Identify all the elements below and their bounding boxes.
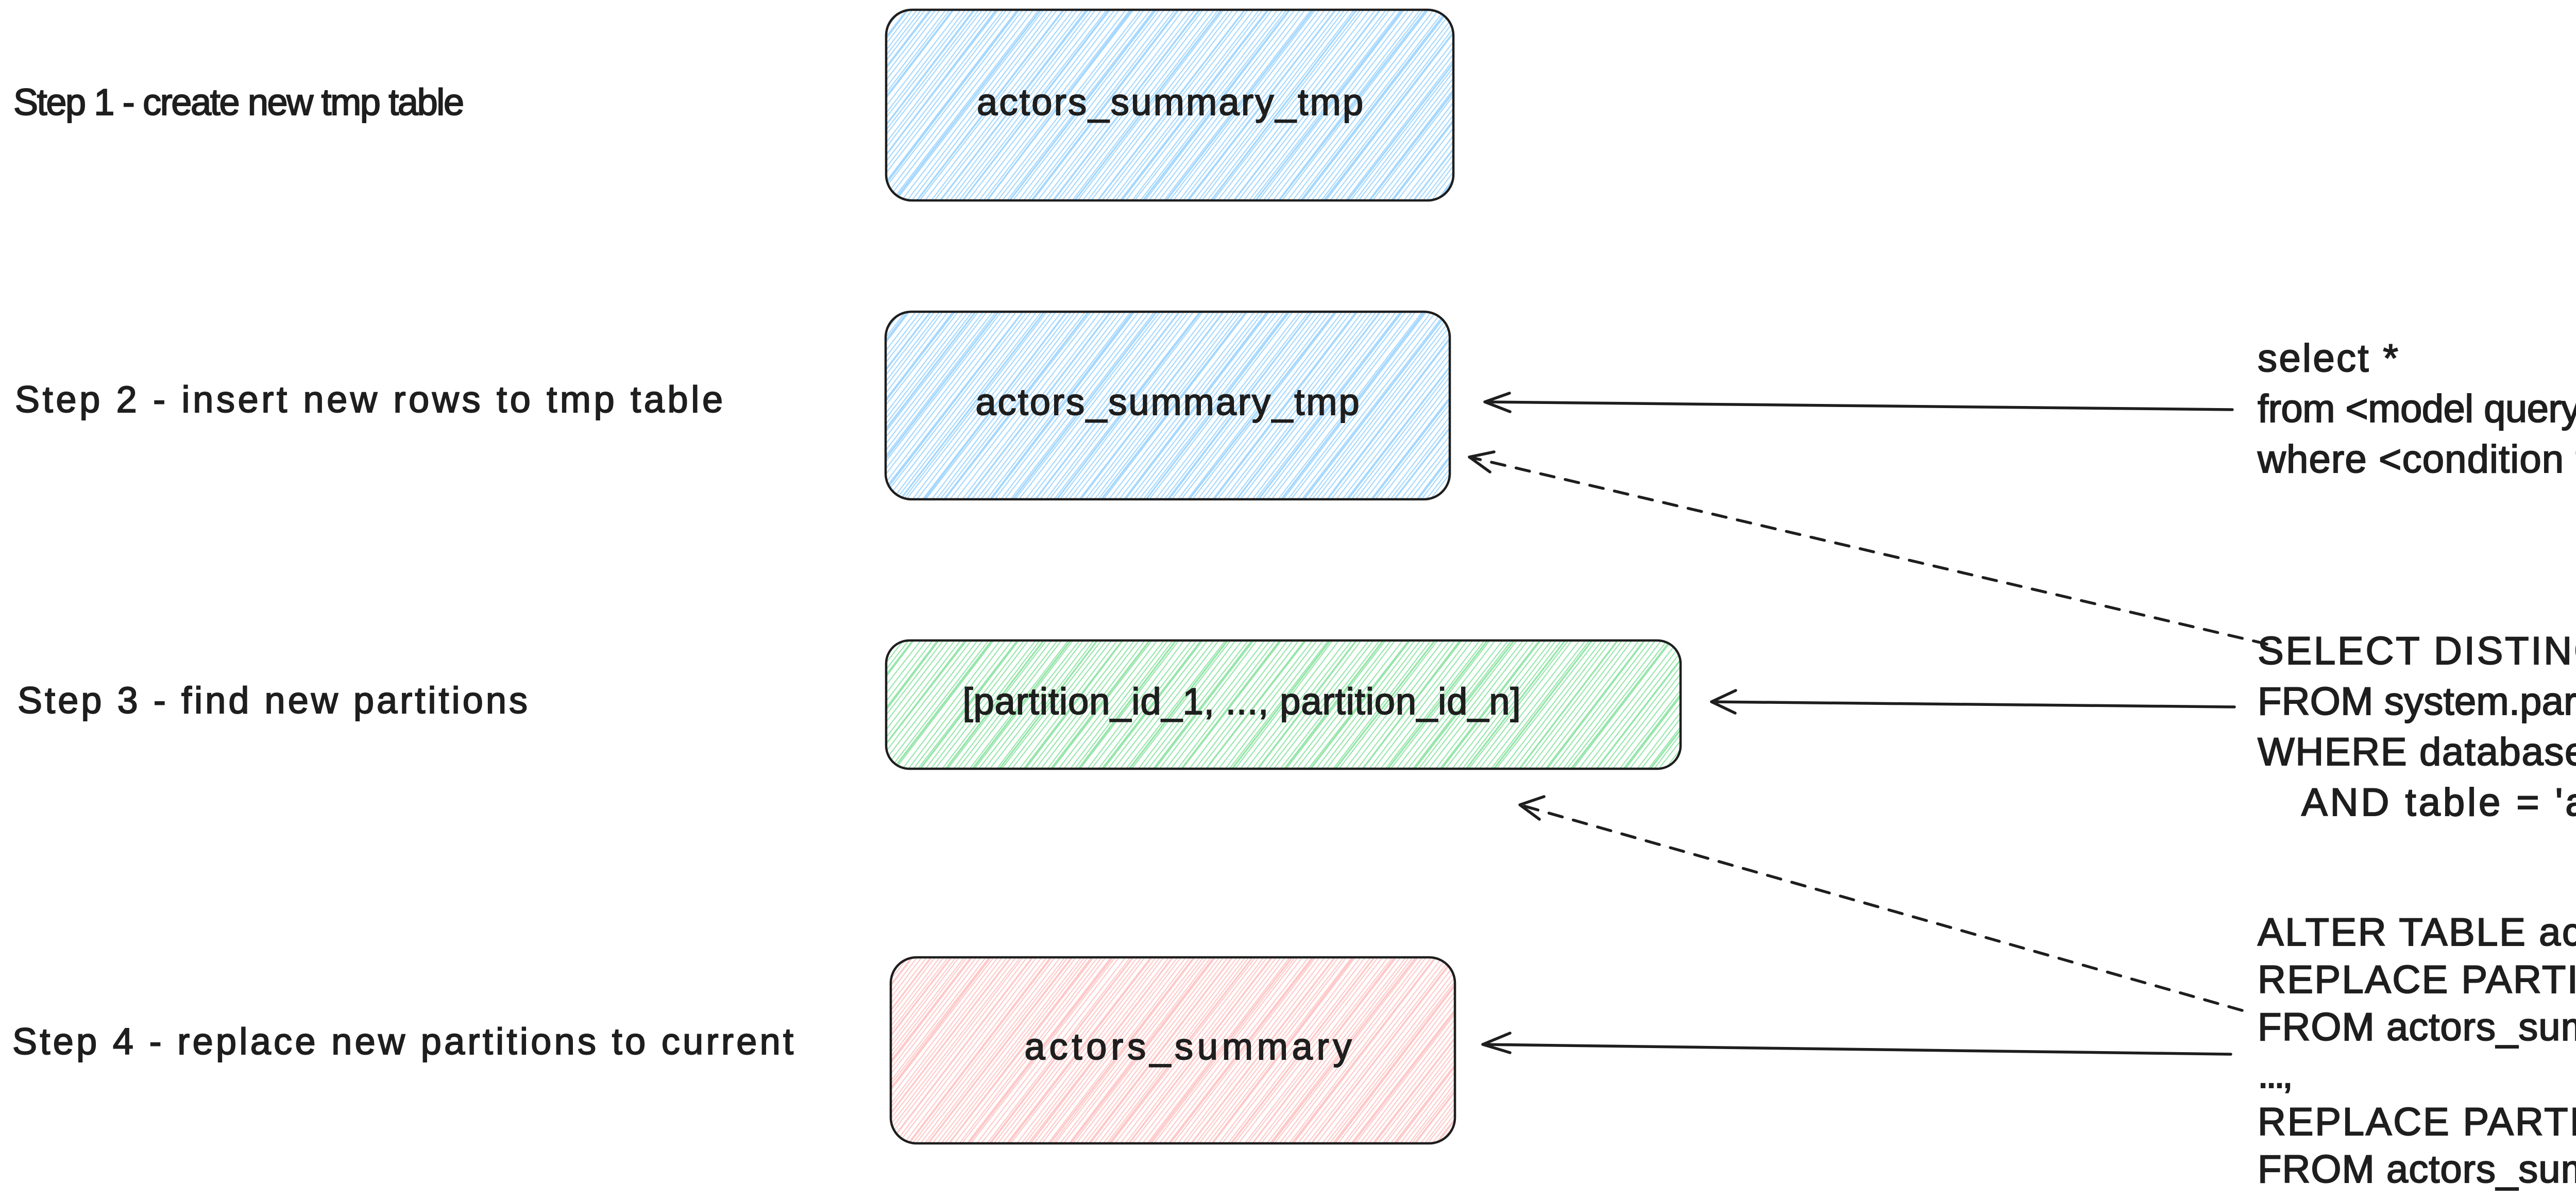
- svg-text:Step 4 - replace new partition: Step 4 - replace new partitions to curre…: [12, 1021, 793, 1062]
- svg-text:actors_summary_tmp: actors_summary_tmp: [976, 382, 1360, 423]
- svg-text:WHERE database = <database>: WHERE database = <database>: [2258, 730, 2576, 774]
- svg-text:REPLACE PARTITION partition_id: REPLACE PARTITION partition_id_n: [2258, 1100, 2576, 1144]
- svg-text:select *: select *: [2258, 336, 2398, 380]
- svg-text:...,: ...,: [2258, 1053, 2293, 1096]
- svg-text:FROM actors_summary_tmp,: FROM actors_summary_tmp,: [2258, 1005, 2576, 1049]
- svg-text:Step 1 - create new tmp table: Step 1 - create new tmp table: [13, 82, 464, 123]
- svg-text:actors_summary_tmp: actors_summary_tmp: [977, 82, 1363, 123]
- svg-text:[partition_id_1, ..., partitio: [partition_id_1, ..., partition_id_n]: [963, 681, 1521, 722]
- svg-text:FROM actors_summary_tmp,: FROM actors_summary_tmp,: [2258, 1147, 2576, 1191]
- svg-text:FROM system.parts: FROM system.parts: [2258, 680, 2576, 723]
- svg-text:REPLACE PARTITION partition_id: REPLACE PARTITION partition_id_1: [2258, 958, 2576, 1002]
- svg-text:where <condition to identify n: where <condition to identify new>: [2257, 437, 2576, 481]
- svg-text:AND table = 'actors_summary_tm: AND table = 'actors_summary_tmp': [2301, 781, 2576, 824]
- svg-text:SELECT DISTINCT partition_id: SELECT DISTINCT partition_id: [2258, 629, 2576, 673]
- svg-text:Step 2 - insert new rows to tm: Step 2 - insert new rows to tmp table: [15, 379, 723, 420]
- svg-text:ALTER TABLE actors_summary: ALTER TABLE actors_summary: [2258, 910, 2576, 954]
- svg-text:actors_summary: actors_summary: [1025, 1026, 1352, 1068]
- svg-text:from <model query>: from <model query>: [2258, 387, 2576, 431]
